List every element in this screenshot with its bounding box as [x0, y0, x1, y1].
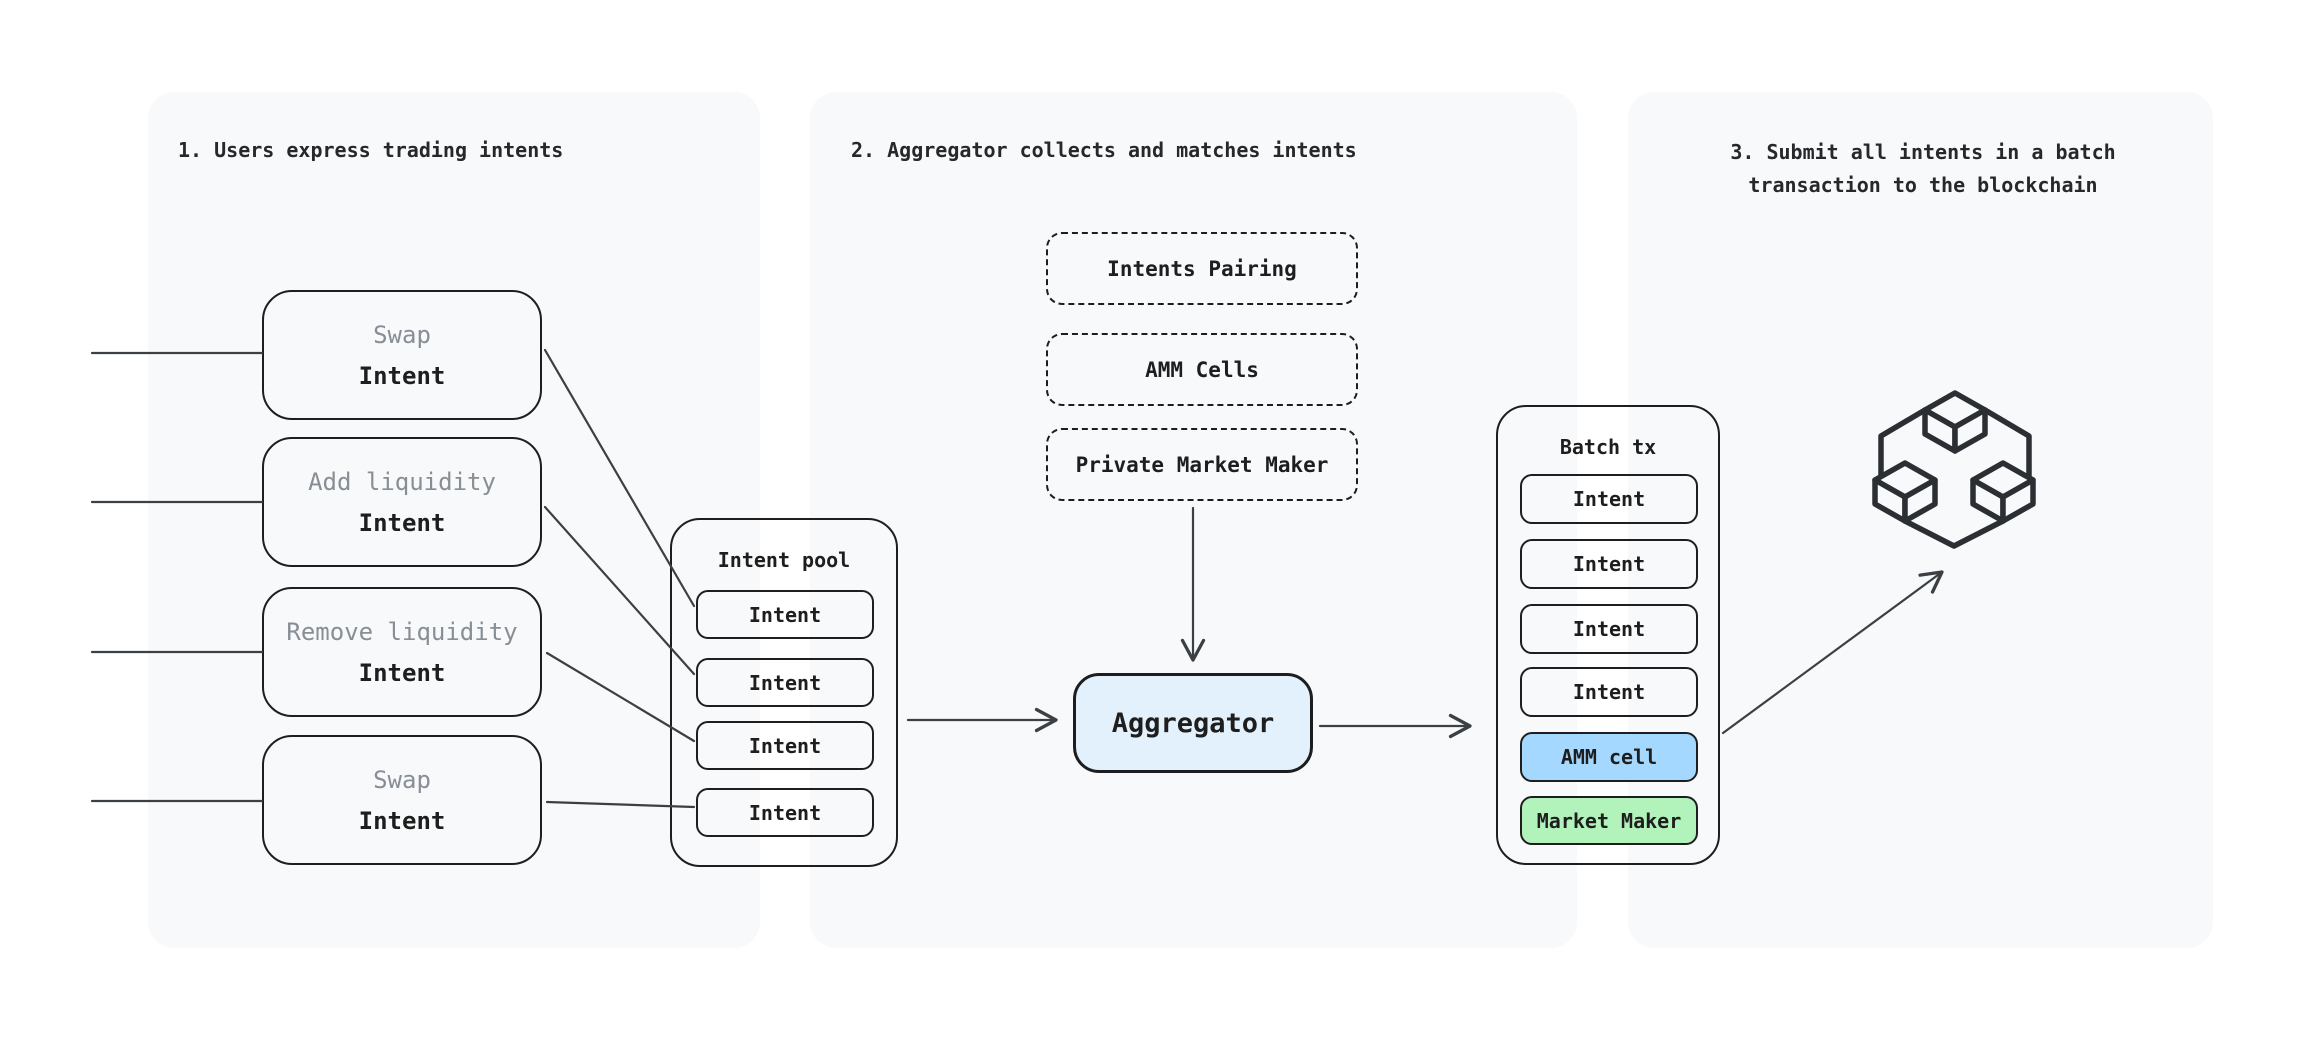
matcher-box-amm-cells: AMM Cells	[1046, 333, 1358, 406]
step-2-title: 2. Aggregator collects and matches inten…	[851, 138, 1357, 162]
step-1-title: 1. Users express trading intents	[178, 138, 564, 162]
intent-type-label: Swap	[373, 320, 431, 349]
batch-market-maker-item: Market Maker	[1520, 796, 1698, 845]
batch-tx-box: Batch tx Intent Intent Intent Intent AMM…	[1496, 405, 1720, 865]
intent-label: Intent	[358, 361, 446, 390]
step-3-title-line-2: transaction to the blockchain	[1748, 173, 2098, 197]
batch-intent-item: Intent	[1520, 604, 1698, 654]
user-intent-box-swap-1: Swap Intent	[262, 290, 542, 420]
step-3-title-line-1: 3. Submit all intents in a batch	[1730, 140, 2116, 164]
batch-intent-item: Intent	[1520, 667, 1698, 717]
pool-intent-item: Intent	[696, 721, 874, 770]
pool-intent-item: Intent	[696, 590, 874, 639]
batch-intent-item: Intent	[1520, 539, 1698, 589]
panel-step-2	[810, 92, 1577, 948]
batch-tx-title: Batch tx	[1559, 435, 1657, 459]
user-intent-box-add-liquidity: Add liquidity Intent	[262, 437, 542, 567]
matcher-box-intents-pairing: Intents Pairing	[1046, 232, 1358, 305]
batch-intent-item: Intent	[1520, 474, 1698, 524]
intent-label: Intent	[358, 658, 446, 687]
intent-type-label: Swap	[373, 765, 431, 794]
intent-pool-box: Intent pool Intent Intent Intent Intent	[670, 518, 898, 867]
intent-label: Intent	[358, 508, 446, 537]
intent-type-label: Add liquidity	[308, 467, 496, 496]
intent-pool-title: Intent pool	[717, 548, 851, 572]
intent-type-label: Remove liquidity	[286, 617, 518, 646]
pool-intent-item: Intent	[696, 658, 874, 707]
user-intent-box-swap-2: Swap Intent	[262, 735, 542, 865]
aggregator-box: Aggregator	[1073, 673, 1313, 773]
pool-intent-item: Intent	[696, 788, 874, 837]
intent-label: Intent	[358, 806, 446, 835]
matcher-box-private-market-maker: Private Market Maker	[1046, 428, 1358, 501]
step-3-title: 3. Submit all intents in a batch transac…	[1640, 136, 2206, 202]
batch-amm-cell-item: AMM cell	[1520, 732, 1698, 782]
user-intent-box-remove-liquidity: Remove liquidity Intent	[262, 587, 542, 717]
